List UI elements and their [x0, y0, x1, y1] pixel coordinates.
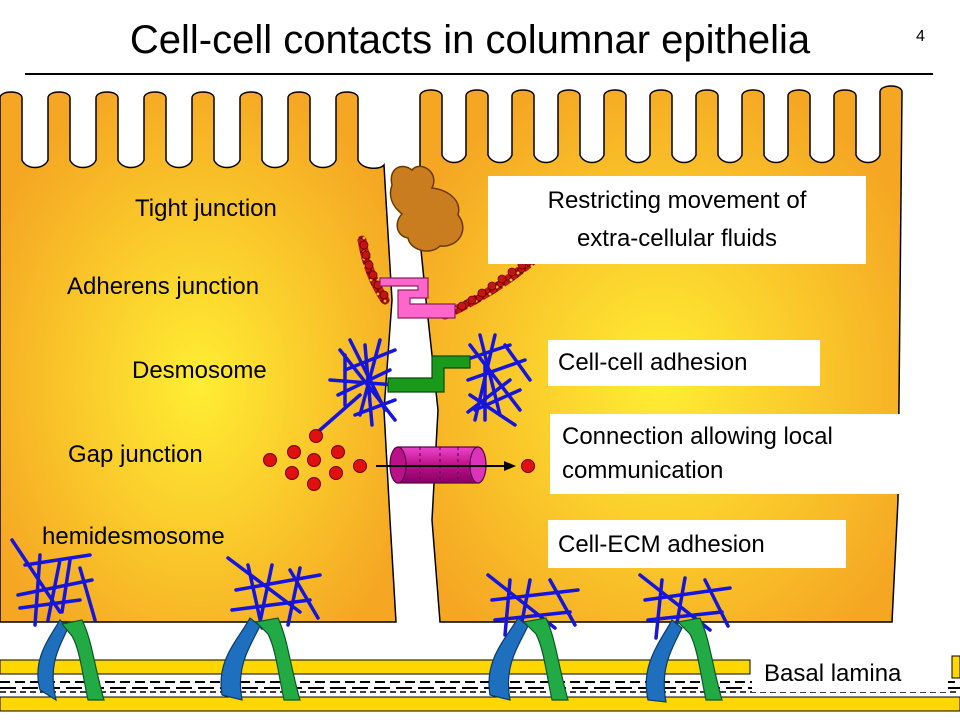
label-hemidesmosome: hemidesmosome [42, 523, 225, 550]
label-adherens-junction: Adherens junction [67, 273, 260, 300]
title-rule [25, 73, 933, 75]
function-box-tight-junction: Restricting movement of extra-cellular f… [488, 176, 866, 264]
function-box-gap-junction: Connection allowing local communication [550, 414, 920, 494]
hemidesmosome-3 [486, 573, 580, 701]
function-gap-junction-line1: Connection allowing local [562, 423, 833, 450]
desmosome-filaments [318, 333, 532, 432]
hemidesmosome-4 [638, 573, 732, 703]
gap-junction-arrow [376, 461, 516, 471]
label-gap-junction: Gap junction [68, 441, 203, 468]
tight-junction-protein [389, 165, 464, 252]
function-tight-junction-line1: Restricting movement of [547, 187, 807, 214]
left-cell [0, 91, 397, 623]
function-tight-junction-line2: extra-cellular fluids [576, 225, 778, 252]
label-desmosome: Desmosome [132, 357, 267, 384]
function-hemidesmosome: Cell-ECM adhesion [548, 520, 846, 568]
hemidesmosome-2 [220, 556, 322, 701]
desmosome-link [387, 355, 471, 393]
hemidesmosome-1 [10, 538, 105, 702]
ions [263, 429, 535, 491]
label-basal-lamina: Basal lamina [752, 656, 948, 692]
adherens-junction-link [379, 277, 456, 319]
slide-number: 4 [916, 28, 925, 45]
slide-title: Cell-cell contacts in columnar epithelia [129, 18, 811, 62]
label-tight-junction: Tight junction [135, 195, 277, 222]
function-desmosome: Cell-cell adhesion [548, 340, 820, 386]
function-gap-junction-line2: communication [562, 457, 724, 484]
